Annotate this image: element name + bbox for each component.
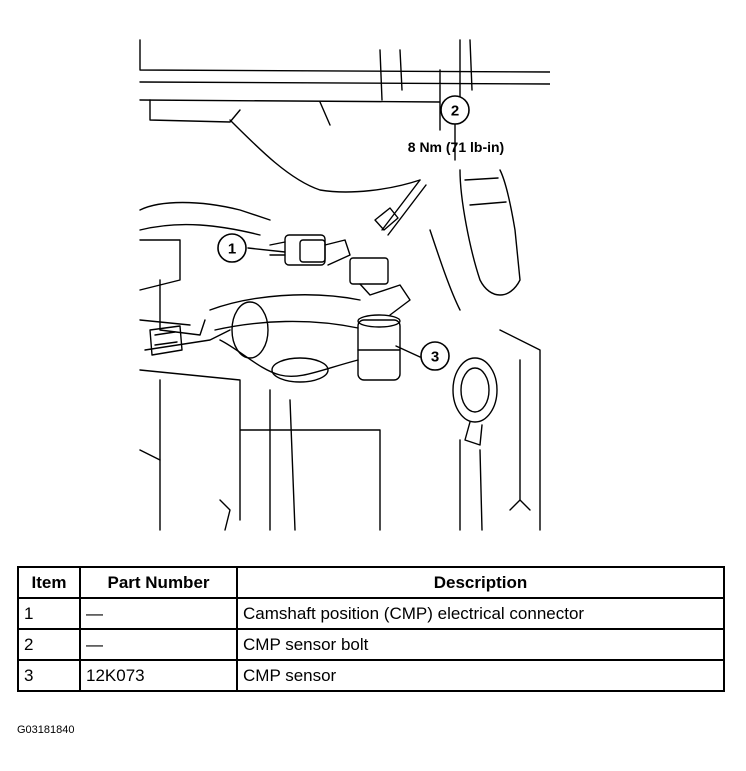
callout-1: 1 [217,233,247,263]
cell-description: CMP sensor [236,659,725,692]
callout-2: 2 [440,95,470,125]
svg-text:1: 1 [228,241,236,258]
table-header-row: Item Part Number Description [17,566,725,599]
svg-text:2: 2 [451,103,459,120]
cell-part-number: 12K073 [79,659,238,692]
cell-description: Camshaft position (CMP) electrical conne… [236,597,725,630]
table-row: 3 12K073 CMP sensor [17,659,725,692]
frame-rail [139,39,550,131]
header-description: Description [236,566,725,599]
cell-item: 2 [17,628,81,661]
torque-spec: 8 Nm (71 lb-in) [408,139,504,155]
header-part-number: Part Number [79,566,238,599]
parts-table: Item Part Number Description 1 — Camshaf… [17,566,725,692]
cell-part-number: — [79,597,238,630]
cell-description: CMP sensor bolt [236,628,725,661]
svg-text:3: 3 [431,349,439,366]
cell-part-number: — [79,628,238,661]
cell-item: 3 [17,659,81,692]
table-row: 2 — CMP sensor bolt [17,628,725,661]
callout-3: 3 [420,341,450,371]
cell-item: 1 [17,597,81,630]
figure-id: G03181840 [17,724,75,736]
engine-illustration: 1 2 8 Nm (71 lb-in) 3 [139,39,550,531]
table-row: 1 — Camshaft position (CMP) electrical c… [17,597,725,630]
header-item: Item [17,566,81,599]
cmp-bolt-shape [374,179,427,236]
